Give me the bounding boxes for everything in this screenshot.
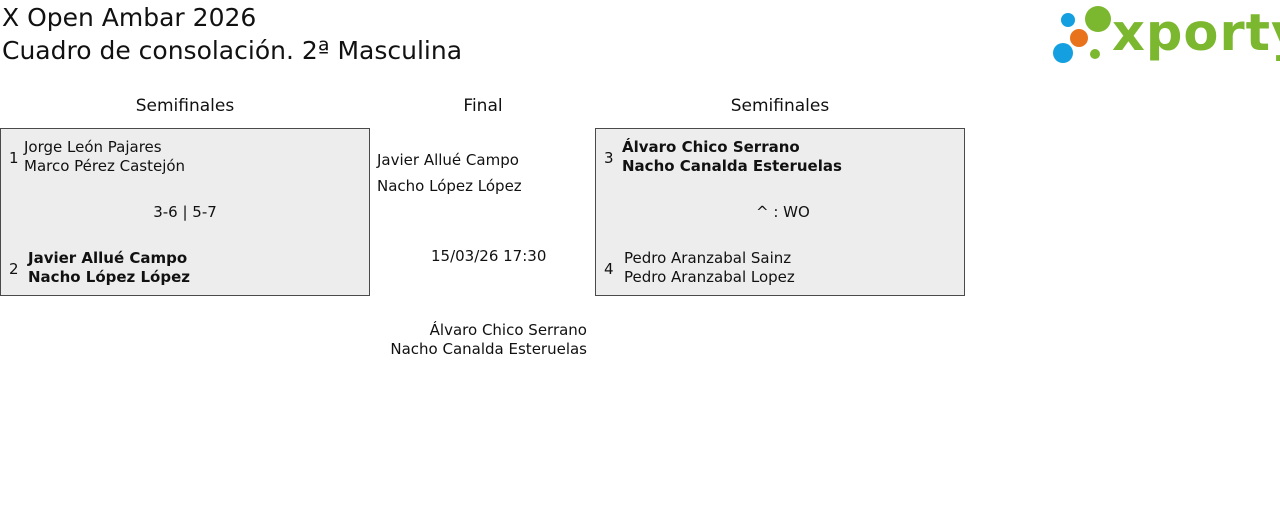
player-name: Álvaro Chico Serrano bbox=[622, 138, 800, 156]
bracket-subtitle: Cuadro de consolación. 2ª Masculina bbox=[2, 36, 463, 65]
round-label-left: Semifinales bbox=[135, 96, 235, 116]
player-name: Álvaro Chico Serrano bbox=[429, 321, 587, 339]
final-team-top[interactable]: Javier Allué Campo Nacho López López bbox=[377, 151, 522, 196]
player-name: Nacho López López bbox=[28, 268, 191, 286]
left-bottom-team: Javier Allué Campo Nacho López López bbox=[28, 249, 190, 287]
logo-dots-icon bbox=[1053, 6, 1111, 63]
player-name: Marco Pérez Castejón bbox=[24, 157, 186, 175]
final-datetime: 15/03/26 17:30 bbox=[431, 247, 547, 265]
seed-number: 1 bbox=[9, 149, 19, 167]
xporty-logo: xporty bbox=[1050, 2, 1280, 68]
seed-number: 2 bbox=[9, 260, 19, 278]
player-name: Nacho Canalda Esteruelas bbox=[622, 157, 842, 175]
player-name: Pedro Aranzabal Sainz bbox=[624, 249, 792, 267]
player-name: Pedro Aranzabal Lopez bbox=[624, 268, 795, 286]
seed-number: 4 bbox=[604, 260, 614, 278]
match-score: ^ : WO bbox=[756, 203, 810, 221]
match-score: 3-6 | 5-7 bbox=[153, 203, 217, 221]
player-name: Nacho López López bbox=[377, 177, 522, 195]
player-name: Javier Allué Campo bbox=[28, 249, 188, 267]
seed-number: 3 bbox=[604, 149, 614, 167]
logo-wordmark: xporty bbox=[1112, 4, 1280, 63]
right-bottom-team: Pedro Aranzabal Sainz Pedro Aranzabal Lo… bbox=[624, 249, 795, 287]
left-top-team: Jorge León Pajares Marco Pérez Castejón bbox=[24, 138, 185, 176]
player-name: Javier Allué Campo bbox=[377, 151, 519, 169]
tournament-title: X Open Ambar 2026 bbox=[2, 3, 257, 32]
round-label-right: Semifinales bbox=[730, 96, 830, 116]
left-semifinal-match[interactable]: 1 Jorge León Pajares Marco Pérez Castejó… bbox=[0, 128, 370, 296]
round-label-final: Final bbox=[463, 96, 503, 116]
player-name: Jorge León Pajares bbox=[24, 138, 162, 156]
final-team-bottom[interactable]: Álvaro Chico Serrano Nacho Canalda Ester… bbox=[387, 321, 587, 359]
right-semifinal-match[interactable]: 3 Álvaro Chico Serrano Nacho Canalda Est… bbox=[595, 128, 965, 296]
right-top-team: Álvaro Chico Serrano Nacho Canalda Ester… bbox=[622, 138, 842, 176]
player-name: Nacho Canalda Esteruelas bbox=[390, 340, 587, 358]
